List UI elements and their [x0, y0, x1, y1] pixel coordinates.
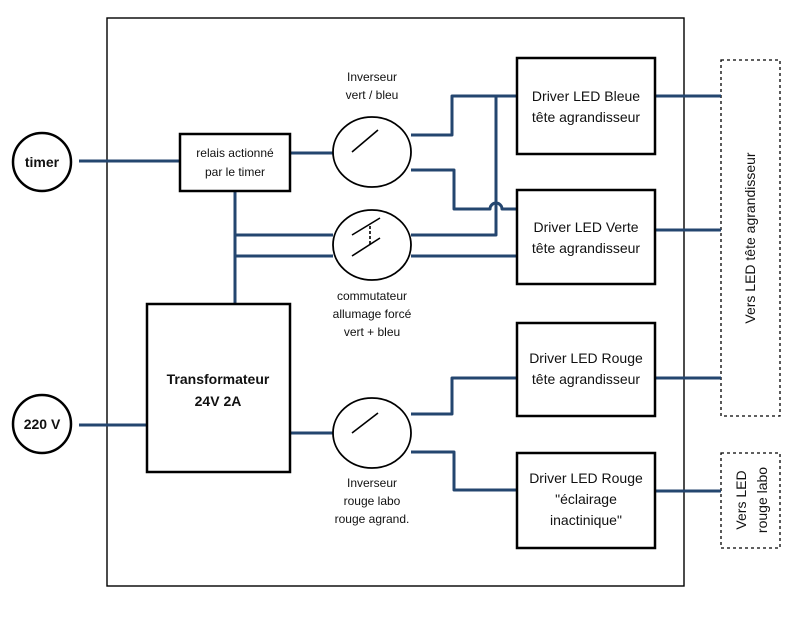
driver-red-safelight-label-line1: Driver LED Rouge [529, 470, 643, 486]
wire-red-switch-lab [411, 450, 517, 492]
output-enlarger-label: Vers LED tête agrandisseur [742, 152, 758, 324]
driver-red-enlarger-label-line1: Driver LED Rouge [529, 350, 643, 366]
relay-label-line2: par le timer [205, 165, 265, 179]
driver-red-enlarger-box [515, 321, 657, 418]
driver-green: Driver LED Verte tête agrandisseur [515, 188, 657, 286]
transformer-block: Transformateur 24V 2A [145, 302, 292, 474]
mains-circle [11, 393, 73, 455]
switch-red-contact [351, 412, 379, 434]
output-enlarger-box [720, 59, 781, 417]
enclosure-box [106, 17, 685, 587]
wire-switch-green [411, 168, 517, 211]
switch-green-blue-circle [332, 116, 412, 188]
switch-red-circle [332, 397, 412, 469]
switch-green-blue-label-line2: vert / bleu [346, 88, 399, 102]
switch-red-label-line2: rouge labo [344, 494, 401, 508]
switch-forced-circle [332, 209, 412, 281]
timer-circle [11, 131, 73, 193]
switch-red-label-line1: Inverseur [347, 476, 397, 490]
driver-red-safelight: Driver LED Rouge "éclairage inactinique" [515, 451, 657, 550]
wires [79, 94, 721, 493]
output-lab-label-line1: Vers LED [733, 470, 749, 529]
relay-label-line1: relais actionné [196, 146, 274, 160]
wire-switch-blue [411, 94, 496, 137]
driver-red-safelight-label-line3: inactinique" [550, 512, 622, 528]
switch-forced: commutateur allumage forcé vert + bleu [332, 209, 412, 339]
switch-red-label-line3: rouge agrand. [335, 512, 410, 526]
switch-forced-label-line3: vert + bleu [344, 325, 400, 339]
output-lab-box [720, 452, 781, 549]
driver-red-safelight-label-line2: "éclairage [555, 491, 617, 507]
timer-input: timer [11, 131, 73, 193]
transformer-box [145, 302, 292, 474]
switch-red: Inverseur rouge labo rouge agrand. [332, 397, 412, 526]
switch-green-blue-label-line1: Inverseur [347, 70, 397, 84]
switch-green-blue: Inverseur vert / bleu [332, 70, 412, 188]
driver-blue: Driver LED Bleue tête agrandisseur [515, 56, 657, 156]
output-lab-label-line2: rouge labo [754, 467, 770, 533]
driver-red-enlarger: Driver LED Rouge tête agrandisseur [515, 321, 657, 418]
switch-forced-contact-1 [351, 217, 381, 236]
wire-forced-blue [411, 94, 517, 237]
relay-block: relais actionné par le timer [178, 132, 292, 193]
mains-label: 220 V [24, 416, 61, 432]
switch-forced-contact-2 [351, 237, 381, 257]
switch-green-blue-contact [351, 129, 379, 153]
driver-green-label-line2: tête agrandisseur [532, 240, 641, 256]
mains-input: 220 V [11, 393, 73, 455]
driver-green-box [515, 188, 657, 286]
wire-red-switch-enlarger [411, 376, 517, 416]
driver-red-safelight-box [515, 451, 657, 550]
switch-forced-label-line2: allumage forcé [333, 307, 412, 321]
driver-blue-label-line1: Driver LED Bleue [532, 88, 640, 104]
driver-red-enlarger-label-line2: tête agrandisseur [532, 371, 641, 387]
driver-green-label-line1: Driver LED Verte [533, 219, 638, 235]
timer-label: timer [25, 154, 60, 170]
driver-blue-box [515, 56, 657, 156]
transformer-label-line1: Transformateur [167, 371, 270, 387]
relay-box [178, 132, 292, 193]
transformer-label-line2: 24V 2A [195, 393, 242, 409]
driver-blue-label-line2: tête agrandisseur [532, 109, 641, 125]
switch-forced-label-line1: commutateur [337, 289, 407, 303]
